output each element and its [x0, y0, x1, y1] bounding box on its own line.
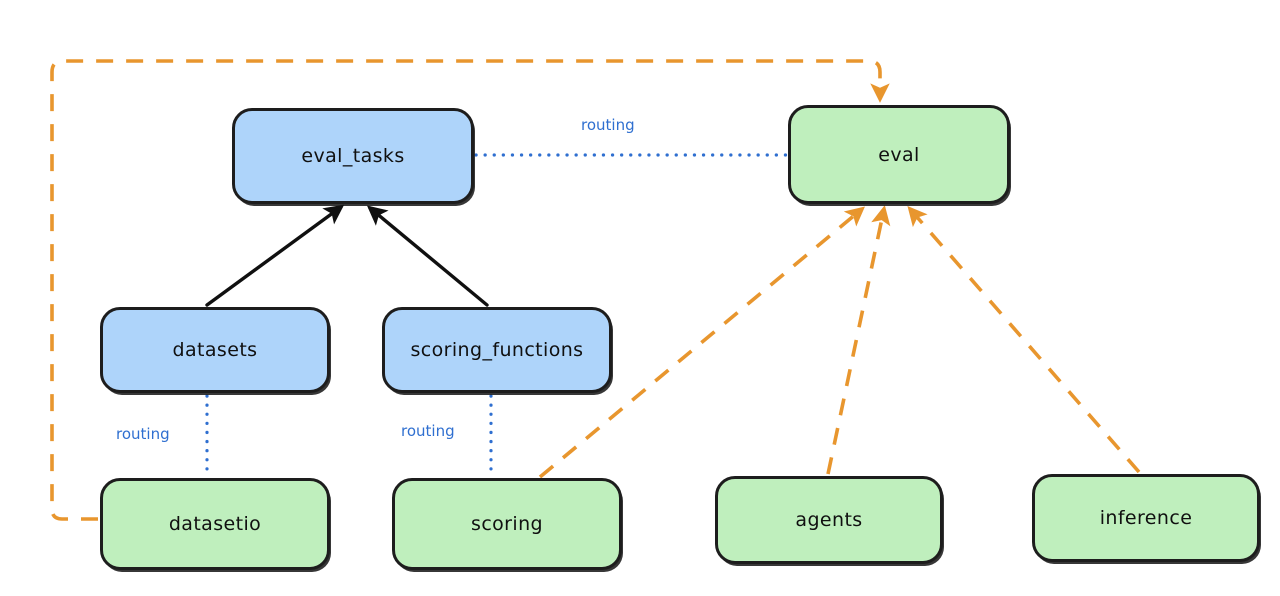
- edge-scoring-functions-to-eval-tasks: [366, 205, 489, 307]
- node-label: inference: [1099, 507, 1193, 529]
- node-eval-tasks[interactable]: eval_tasks: [232, 108, 474, 204]
- node-eval[interactable]: eval: [788, 105, 1010, 204]
- node-agents[interactable]: agents: [715, 476, 943, 564]
- node-label: scoring: [471, 513, 543, 535]
- node-scoring-functions[interactable]: scoring_functions: [382, 307, 612, 393]
- node-label: agents: [795, 509, 863, 531]
- edge-agents-to-eval: [826, 205, 891, 475]
- edge-datasets-to-eval-tasks: [205, 204, 345, 307]
- node-label: datasets: [172, 339, 258, 361]
- edge-inference-to-eval: [907, 206, 1141, 474]
- edge-label-routing-eval-tasks-eval: routing: [578, 116, 638, 134]
- node-label: eval_tasks: [301, 145, 405, 167]
- node-label: datasetio: [168, 513, 262, 535]
- node-label: eval: [878, 143, 920, 166]
- edge-label-routing-datasets-datasetio: routing: [113, 425, 173, 443]
- node-scoring[interactable]: scoring: [392, 478, 622, 570]
- node-datasetio[interactable]: datasetio: [100, 478, 330, 570]
- node-inference[interactable]: inference: [1032, 474, 1260, 562]
- edge-label-routing-scoring-functions-scoring: routing: [398, 422, 458, 440]
- node-label: scoring_functions: [410, 339, 584, 361]
- node-datasets[interactable]: datasets: [100, 307, 330, 393]
